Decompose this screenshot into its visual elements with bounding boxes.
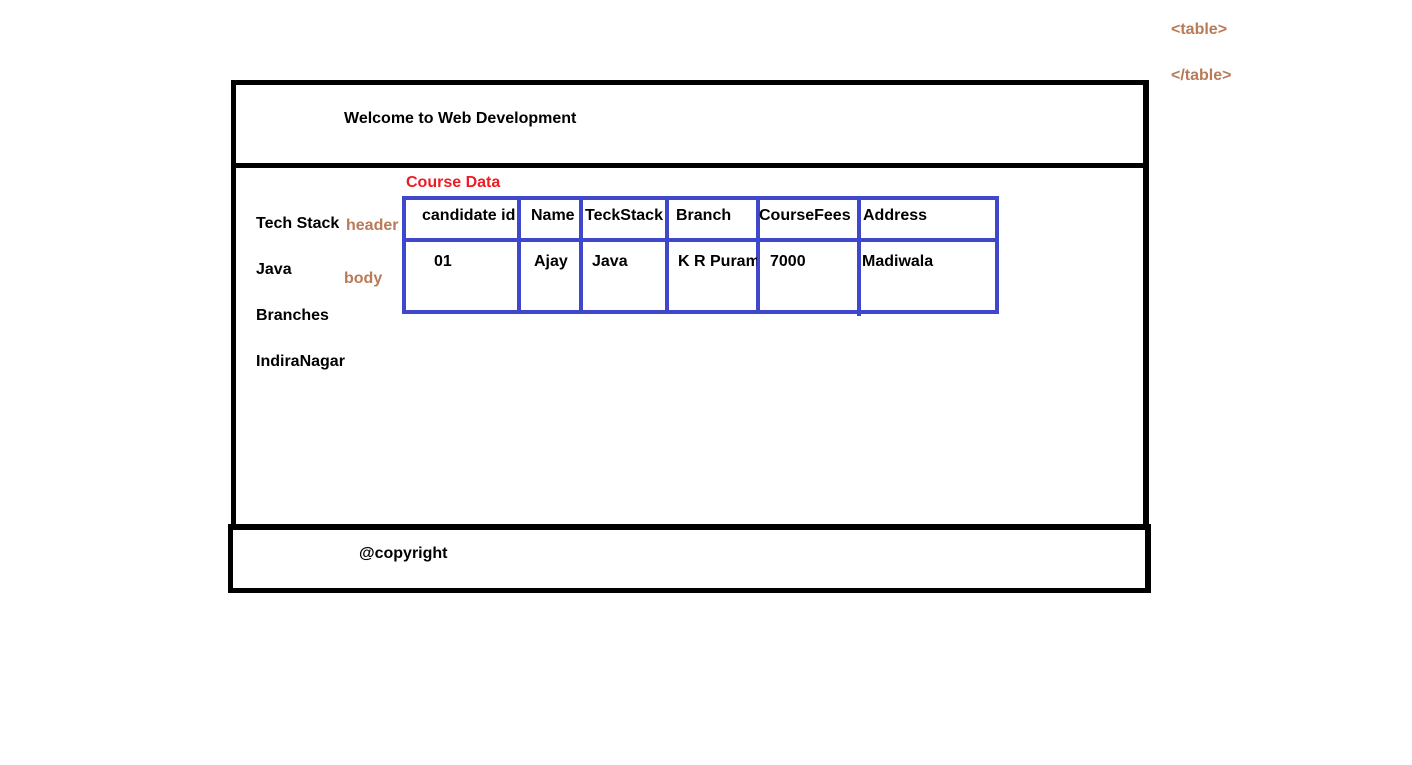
table-open-annotation: <table> (1171, 21, 1228, 38)
table-cell: 01 (434, 253, 452, 270)
footer-copyright: @copyright (359, 545, 448, 562)
table-cell: Java (592, 253, 628, 270)
column-header-name: Name (531, 207, 575, 224)
table-close-annotation: </table> (1171, 67, 1232, 84)
column-divider (756, 198, 760, 312)
table-caption: Course Data (406, 174, 501, 191)
table-cell: 7000 (770, 253, 806, 270)
course-data-table: candidate id Name TeckStack Branch Cours… (402, 196, 999, 316)
column-divider (857, 198, 861, 316)
sidebar-item-tech-stack: Tech Stack (256, 215, 340, 232)
sidebar-item-indiranagar: IndiraNagar (256, 353, 345, 370)
table-cell: Ajay (534, 253, 568, 270)
table-outline (402, 196, 999, 314)
table-cell: Madiwala (862, 253, 934, 270)
column-divider (665, 198, 669, 312)
header-annotation: header (346, 217, 399, 234)
column-header-address: Address (863, 207, 928, 224)
table-cell: K R Puram (678, 253, 757, 270)
column-header-coursefees: CourseFees (759, 207, 851, 224)
column-divider (517, 198, 521, 310)
column-header-teckstack: TeckStack (585, 207, 663, 224)
column-header-branch: Branch (676, 207, 732, 224)
column-divider (579, 198, 583, 310)
body-annotation: body (344, 270, 383, 287)
sidebar-item-branches: Branches (256, 307, 329, 324)
column-header-candidate-id: candidate id (422, 207, 516, 224)
sidebar-item-java: Java (256, 261, 292, 278)
footer-section (228, 524, 1151, 593)
page-title: Welcome to Web Development (344, 110, 577, 127)
table-header-divider (402, 238, 999, 242)
